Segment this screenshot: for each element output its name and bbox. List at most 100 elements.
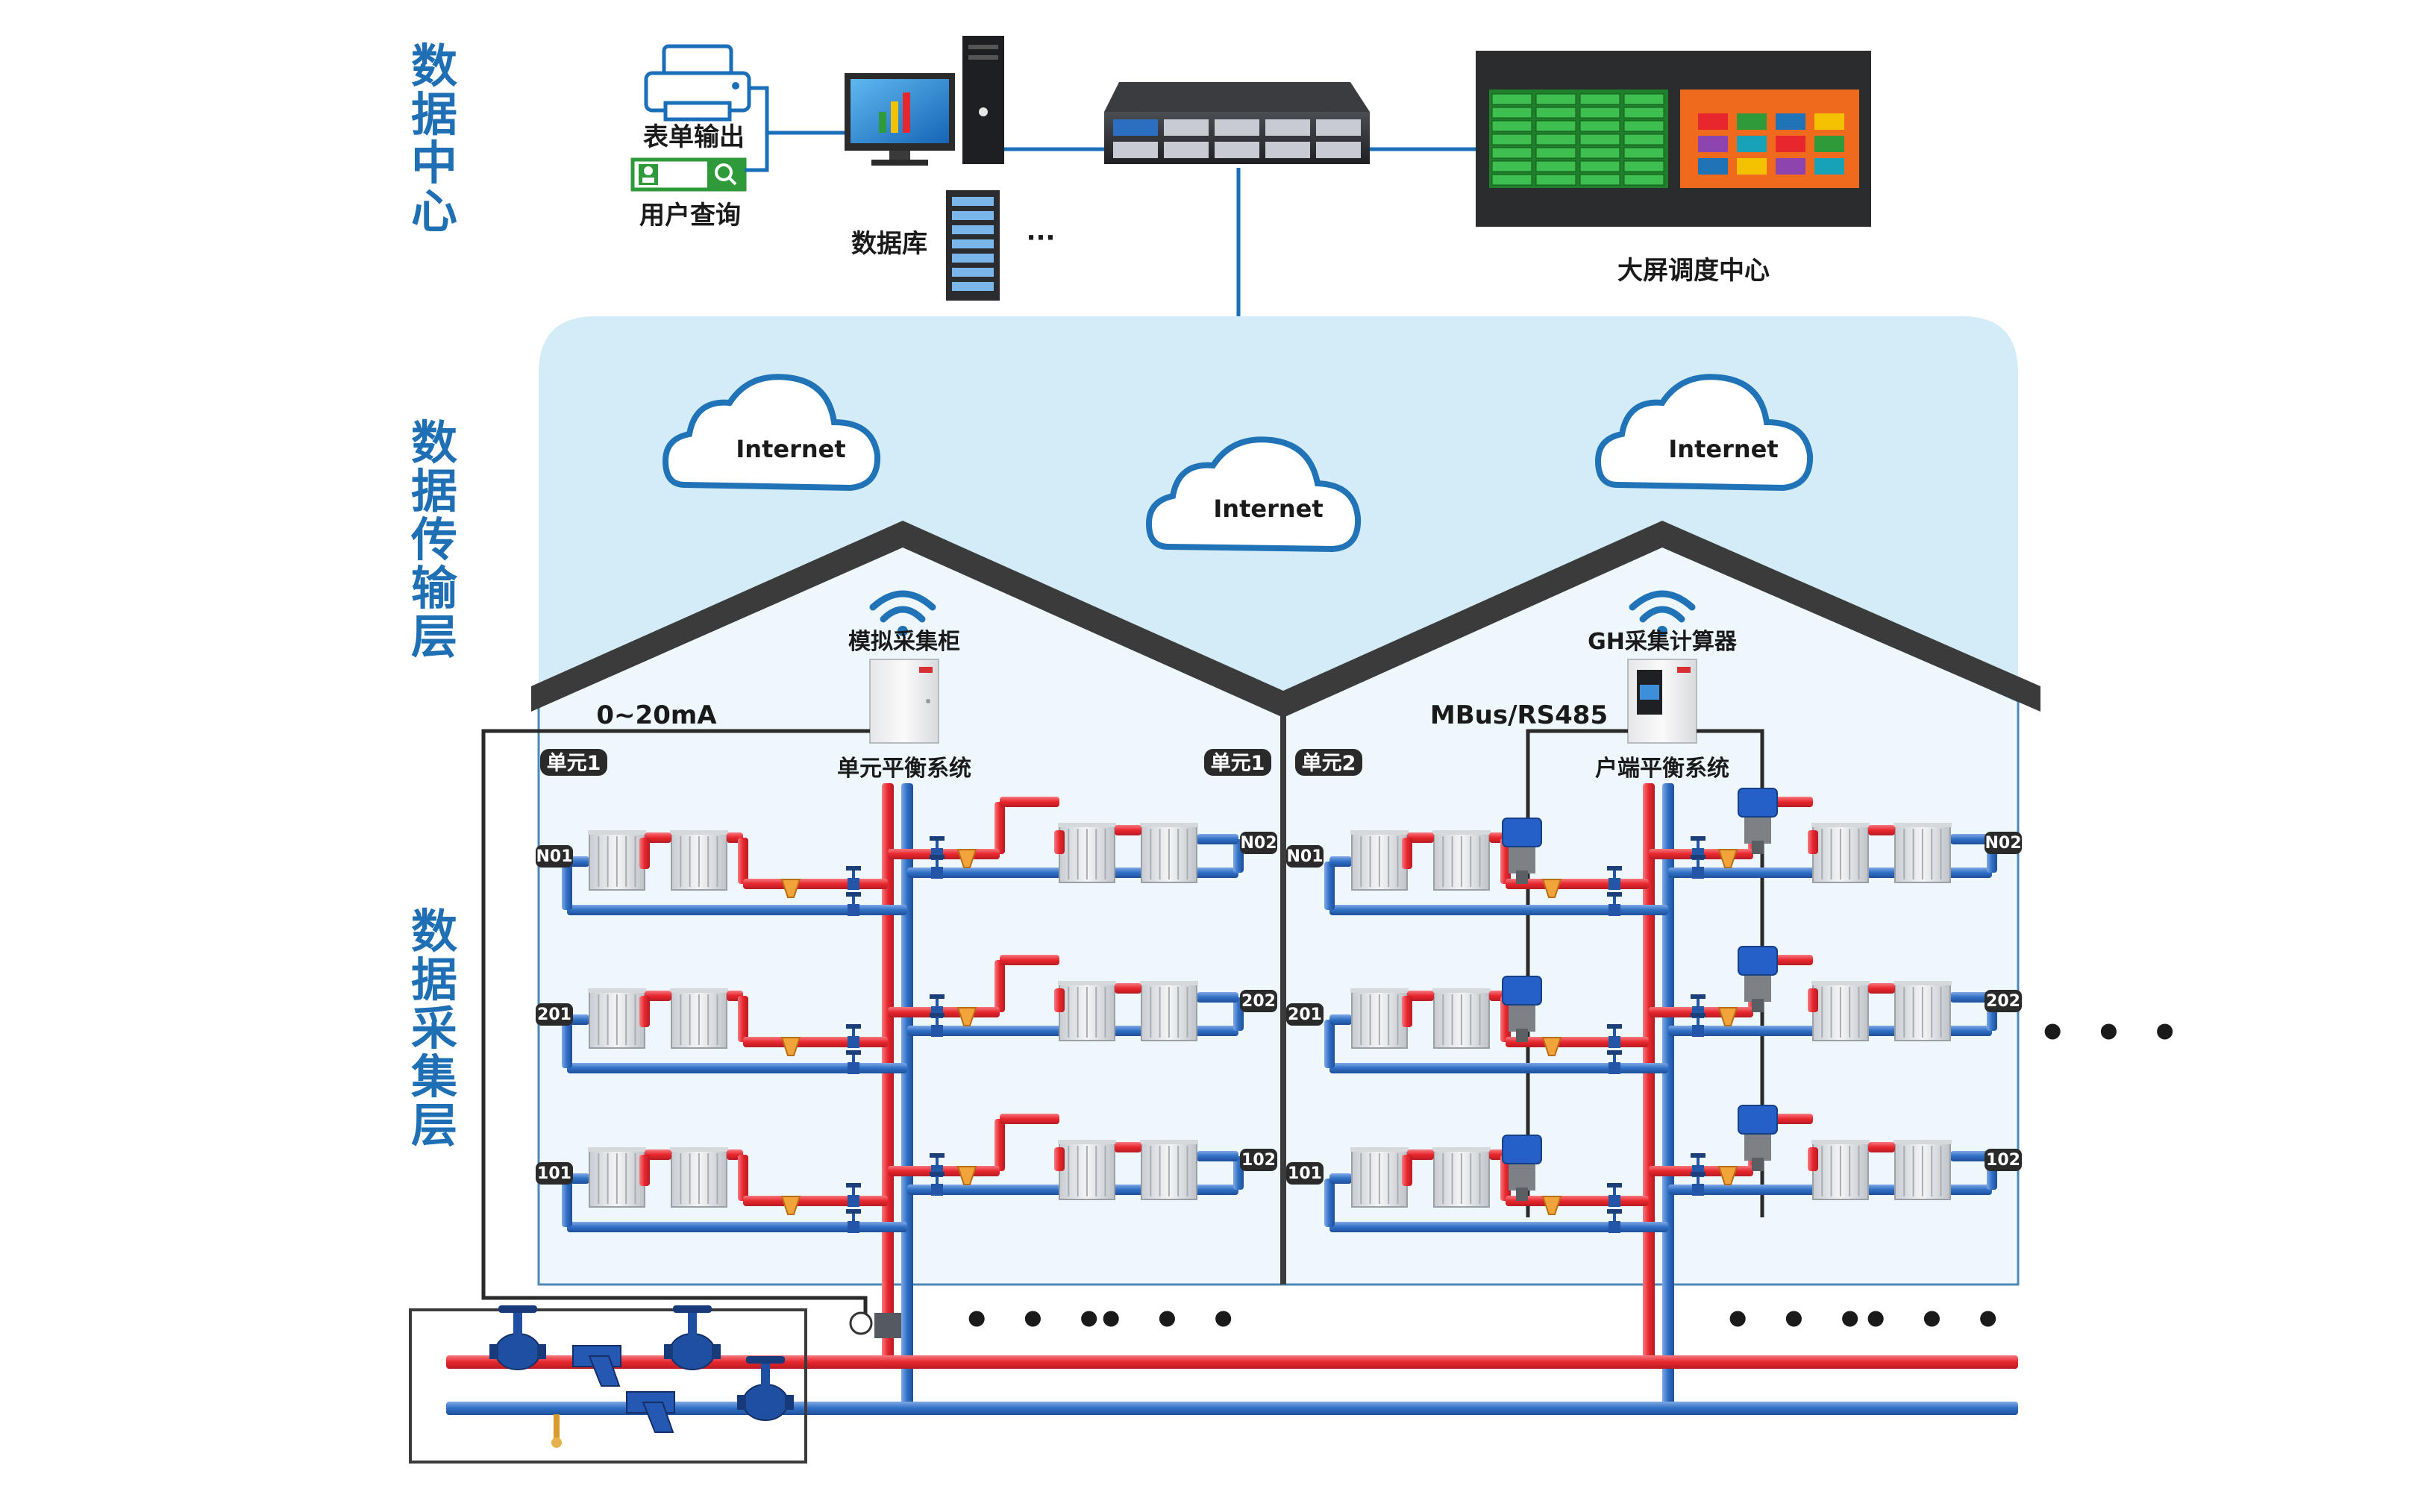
svg-text:N01: N01 [1286, 847, 1323, 866]
supply-pipe [994, 960, 1005, 1012]
svg-text:102: 102 [1986, 1151, 2020, 1170]
form-output-label: 表单输出 [643, 122, 745, 152]
return-pipe [1324, 1179, 1335, 1227]
filter-icon [956, 1166, 977, 1185]
layer-title-data-center: 数据中心 [411, 39, 457, 239]
return-pipe [567, 1063, 907, 1073]
actuator-valve-icon [1738, 1105, 1778, 1171]
screen-tile [1535, 93, 1576, 105]
return-pipe [567, 1222, 907, 1232]
filter-icon [780, 1196, 801, 1215]
svg-text:202: 202 [1986, 992, 2020, 1011]
valve-icon [664, 1305, 721, 1370]
supply-pipe [994, 1119, 1005, 1171]
room-tag: 102 [1240, 1149, 1277, 1171]
valve-icon [846, 866, 861, 890]
supply-pipe [645, 991, 671, 1001]
valve-icon [846, 1050, 861, 1074]
supply-pipe [1808, 1147, 1818, 1171]
supply-pipe [743, 1037, 888, 1047]
cloud-center-label: Internet [1213, 495, 1323, 523]
screen-tile [1737, 158, 1767, 175]
radiator-icon [1350, 1147, 1409, 1208]
supply-pipe [446, 1355, 2018, 1369]
layer-title-transmission: 数据传输层 [410, 415, 458, 664]
valve-icon [846, 1209, 861, 1233]
filter-icon [1717, 1166, 1738, 1185]
more-indicator: • • • [1861, 1294, 2008, 1346]
screen-tile [1491, 93, 1532, 105]
screen-tile [1814, 158, 1844, 175]
screen-tile [1623, 107, 1664, 119]
filter-icon [1717, 1007, 1738, 1026]
supply-pipe [1868, 825, 1895, 835]
screen-tile [1491, 174, 1532, 186]
screen-tile [1623, 147, 1664, 159]
valve-icon [846, 1024, 861, 1048]
ellipsis-label: ··· [1027, 223, 1056, 253]
actuator-valve-icon [1738, 946, 1778, 1012]
svg-text:102: 102 [1241, 1151, 1276, 1170]
valve-station-box [409, 1308, 807, 1464]
filter-icon [626, 1391, 675, 1433]
return-pipe [562, 862, 572, 910]
unit-balance-system-label: 单元平衡系统 [837, 756, 971, 782]
desktop-computer-icon [845, 36, 1004, 166]
radiator-icon [1058, 1140, 1116, 1200]
screen-tile [1579, 174, 1620, 186]
return-pipe [1662, 783, 1674, 1408]
cabinet-icon [869, 659, 939, 744]
return-pipe [1324, 862, 1335, 910]
screen-tile [1579, 120, 1620, 132]
supply-pipe [639, 1155, 650, 1186]
svg-text:201: 201 [1288, 1006, 1322, 1024]
return-pipe [1197, 992, 1238, 1003]
radiator-icon [1140, 1140, 1198, 1200]
signal-wire-mbus [1526, 729, 1628, 1217]
radiator-icon [588, 830, 646, 891]
valve-icon [1691, 1172, 1705, 1196]
return-pipe [1329, 1222, 1668, 1232]
screen-tile [1491, 107, 1532, 119]
svg-text:101: 101 [1288, 1164, 1322, 1183]
screen-tile [1737, 113, 1767, 130]
layer-title-collection: 数据采集层 [410, 904, 457, 1152]
radiator-icon [1811, 1140, 1870, 1200]
room-tag: 202 [1240, 990, 1277, 1012]
room-tag: 101 [536, 1162, 573, 1185]
radiator-icon [1894, 823, 1952, 883]
screen-tile [1623, 134, 1664, 145]
form-search-icon [630, 157, 747, 192]
filter-icon [780, 1037, 801, 1056]
screen-tile [1623, 174, 1664, 186]
screen-tile [1535, 147, 1576, 159]
supply-pipe [645, 1149, 671, 1160]
valve-icon [489, 1305, 546, 1370]
radiator-icon [1811, 981, 1870, 1041]
data-center-group: 表单输出 用户查询 数据库 [630, 36, 1871, 464]
return-pipe [562, 1179, 572, 1227]
wifi-icon [1629, 590, 1696, 636]
return-pipe [1329, 1014, 1352, 1025]
actuator-valve-icon [1502, 818, 1542, 884]
radiator-icon [1140, 981, 1198, 1041]
return-pipe [1950, 1151, 1992, 1161]
radiator-icon [1350, 988, 1409, 1049]
supply-pipe [743, 1196, 888, 1206]
radiator-icon [588, 988, 646, 1049]
signal-right-label: MBus/RS485 [1430, 700, 1608, 730]
screen-tile [1698, 113, 1728, 130]
screen-tile [1776, 136, 1805, 152]
filter-icon [572, 1345, 621, 1387]
filter-icon [1541, 1196, 1562, 1215]
flow-meter-icon [849, 1311, 901, 1338]
screen-tile [1535, 107, 1576, 119]
supply-pipe [1868, 1142, 1895, 1152]
room-tag: 101 [1286, 1162, 1324, 1185]
cloud-left: Internet [662, 374, 881, 492]
room-tag: N02 [1985, 832, 2022, 854]
cloud-right: Internet [1594, 374, 1814, 492]
screen-tile [1814, 113, 1844, 130]
return-pipe [1197, 834, 1238, 844]
